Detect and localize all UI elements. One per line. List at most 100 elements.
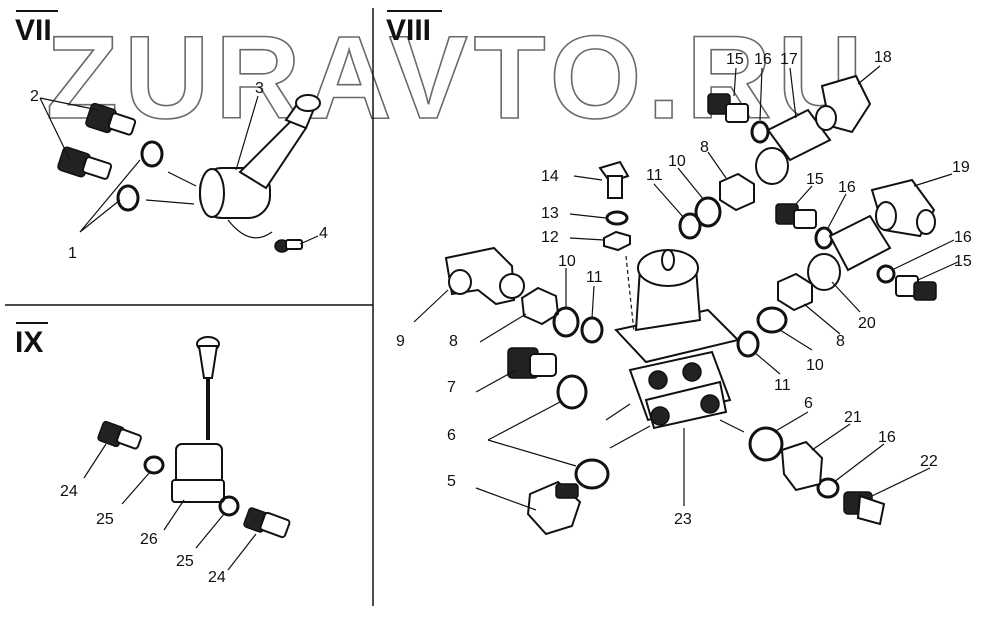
nut-part-8c <box>777 272 813 312</box>
leader-line-20 <box>831 281 861 313</box>
assembly-arrow <box>145 199 195 205</box>
section-viii-parts: 5 6 6 7 8 8 8 9 10 10 10 11 11 11 12 13 … <box>396 49 972 536</box>
leader-line-24b <box>227 533 257 571</box>
part-label: 23 <box>674 511 692 528</box>
svg-text:IX: IX <box>15 326 43 359</box>
part-label: 20 <box>858 315 876 332</box>
leader-line-10c <box>779 329 813 351</box>
ring-part-16d <box>816 477 840 499</box>
connector-part-17 <box>755 108 832 185</box>
leader-line-6 <box>487 401 577 467</box>
sensor-rod-part <box>196 336 220 440</box>
ring-part-6a <box>556 374 588 410</box>
leader-line-21 <box>811 423 851 451</box>
section-vii-parts: 1 2 3 4 <box>30 80 328 262</box>
part-label: 15 <box>806 171 824 188</box>
part-label: 11 <box>646 167 663 184</box>
part-label: 13 <box>541 205 559 222</box>
elbow-part-9 <box>444 246 525 306</box>
leader-line-13 <box>569 213 607 219</box>
watermark: ZURAVTO.RU <box>46 12 869 144</box>
assembly-arrow <box>719 419 745 433</box>
fitting-part-7 <box>507 347 557 379</box>
part-label: 6 <box>447 427 456 444</box>
leader-line-26 <box>163 499 185 531</box>
part-label: 6 <box>804 395 813 412</box>
leader-line-1 <box>79 159 141 233</box>
part-label: 16 <box>954 229 972 246</box>
part-label: 22 <box>920 453 938 470</box>
fitting-part-2b <box>57 146 113 180</box>
washer-part-10c <box>756 306 788 334</box>
part-label: 10 <box>558 253 576 270</box>
leader-line-8c <box>803 303 841 335</box>
washer-part-25a <box>143 455 165 475</box>
part-label: 16 <box>754 51 772 68</box>
fitting-part-21 <box>780 440 824 492</box>
leader-line-10b <box>677 167 705 201</box>
part-label: 19 <box>952 159 970 176</box>
part-label: 15 <box>954 253 972 270</box>
leader-line-16a <box>759 67 763 121</box>
leader-line-17 <box>789 67 797 119</box>
ring-part-11a <box>580 316 604 344</box>
leader-line-4 <box>299 235 319 245</box>
leader-line-16b <box>827 193 847 229</box>
lever-valve-part-3 <box>199 94 321 239</box>
sensor-part-22 <box>843 491 886 526</box>
fitting-part-24a <box>97 420 142 450</box>
fitting-part-15b <box>775 203 817 229</box>
nut-part-12 <box>603 230 631 252</box>
part-label: 9 <box>396 333 405 350</box>
part-label: 2 <box>30 88 39 105</box>
part-label: 1 <box>68 245 77 262</box>
svg-text:VIII: VIII <box>386 14 431 47</box>
part-label: 24 <box>208 569 226 586</box>
part-label: 11 <box>774 377 791 394</box>
ring-part-6b <box>574 458 610 490</box>
leader-line-11c <box>753 351 781 375</box>
leader-line-18 <box>857 65 881 85</box>
screw-part-4 <box>274 239 303 253</box>
leader-line-16c <box>891 239 955 271</box>
connector-part-20 <box>807 214 892 291</box>
assembly-arrow <box>605 403 631 421</box>
valve-body-part-23 <box>614 249 740 430</box>
section-vii-title: VII <box>15 10 58 47</box>
washer-part-1b <box>116 184 140 212</box>
nut-part-8b <box>719 172 755 212</box>
sensor-body-part-26 <box>171 443 225 503</box>
leader-line-2 <box>39 97 99 161</box>
part-label: 16 <box>838 179 856 196</box>
part-label: 8 <box>449 333 458 350</box>
part-label: 8 <box>700 139 709 156</box>
leader-line-6c <box>773 411 809 433</box>
fitting-part-2a <box>85 102 137 136</box>
leader-line-15a <box>733 67 737 97</box>
plug-part-5 <box>526 480 582 536</box>
ring-part-16b <box>814 226 834 250</box>
ring-part-16c <box>876 264 896 284</box>
fitting-part-15a <box>707 93 749 123</box>
part-label: 14 <box>541 168 559 185</box>
part-label: 7 <box>447 379 456 396</box>
leader-line-15b <box>795 185 813 205</box>
part-label: 10 <box>668 153 686 170</box>
part-label: 8 <box>836 333 845 350</box>
fitting-part-15c <box>895 275 937 301</box>
part-label: 25 <box>176 553 194 570</box>
leader-line-8a <box>479 313 527 343</box>
leader-line-16d <box>833 443 885 483</box>
ring-part-16a <box>750 120 770 144</box>
part-label: 24 <box>60 483 78 500</box>
leader-line-14 <box>573 175 603 181</box>
leader-line-25a <box>121 471 151 505</box>
washer-part-10a <box>552 306 580 338</box>
assembly-arrow <box>609 425 651 449</box>
leader-line-12 <box>569 237 605 241</box>
leader-line-9 <box>413 289 449 323</box>
section-viii-title: VIII <box>386 10 442 47</box>
washer-part-25b <box>218 495 240 517</box>
part-label: 25 <box>96 511 114 528</box>
